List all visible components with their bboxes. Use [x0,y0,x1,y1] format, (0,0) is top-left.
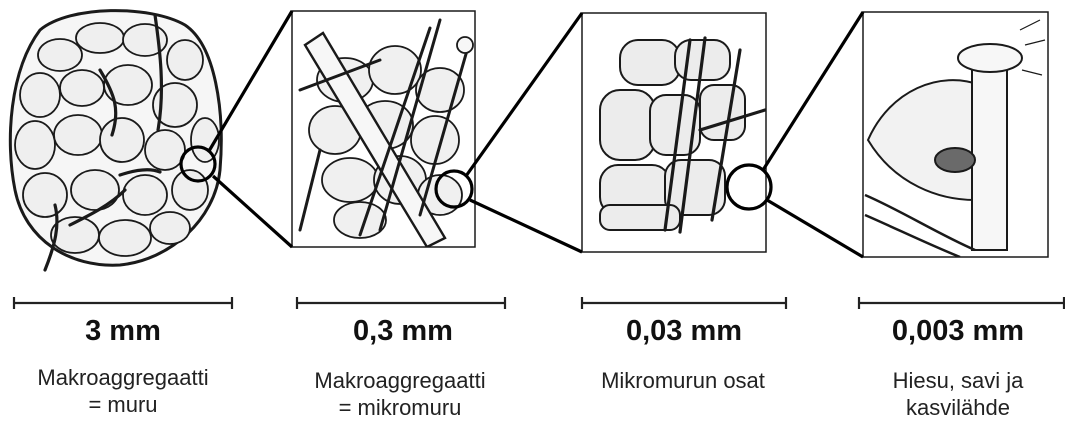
caption-line: Mikromurun osat [553,367,813,394]
scale-bars [14,297,1064,309]
caption-microaggregate-parts: Mikromurun osat [553,367,813,394]
caption-microaggregate: Makroaggregaatti = mikromuru [270,367,530,421]
caption-line: Makroaggregaatti [270,367,530,394]
caption-line: kasvilähde [828,394,1065,421]
caption-line: = muru [0,391,253,418]
silt-clay-drawing [863,12,1048,257]
caption-line: = mikromuru [270,394,530,421]
caption-line: Hiesu, savi ja [828,367,1065,394]
scale-label-0-3mm: 0,3 mm [283,315,523,347]
caption-macroaggregate: Makroaggregaatti = muru [0,364,253,418]
microaggregate-drawing [292,11,475,247]
scale-label-0-03mm: 0,03 mm [564,315,804,347]
scale-label-3mm: 3 mm [3,315,243,347]
scale-bar-3 [859,297,1064,309]
caption-line: Makroaggregaatti [0,364,253,391]
macroaggregate-drawing [10,11,221,270]
scale-label-0-003mm: 0,003 mm [838,315,1065,347]
microaggregate-parts-drawing [582,13,766,252]
scale-bar-2 [582,297,786,309]
scale-bar-0 [14,297,232,309]
scale-bar-1 [297,297,505,309]
caption-silt-clay: Hiesu, savi ja kasvilähde [828,367,1065,421]
